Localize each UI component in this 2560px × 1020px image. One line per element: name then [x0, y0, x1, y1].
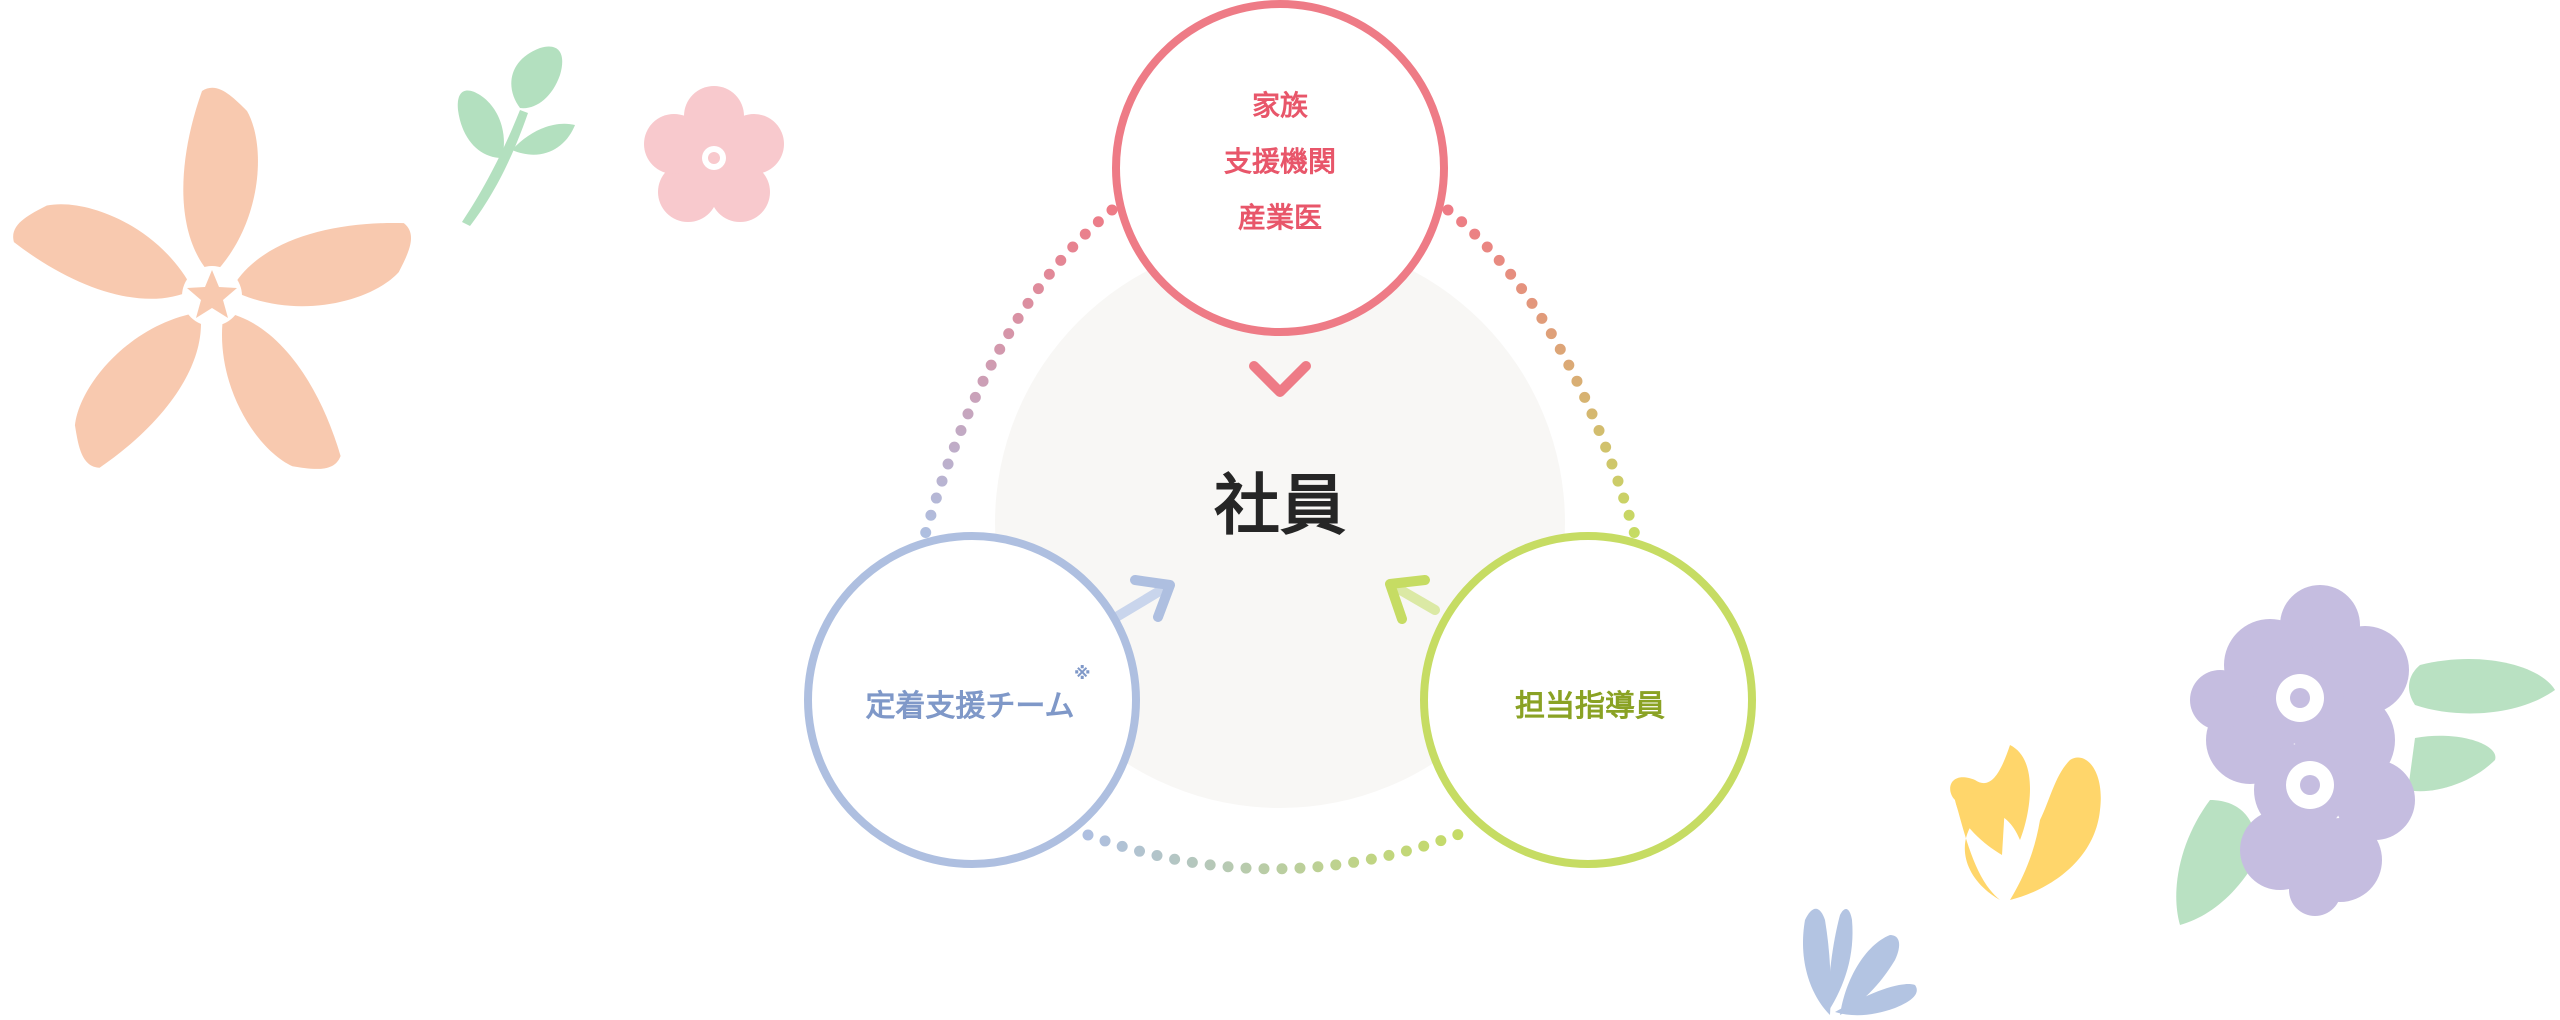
purple-hydrangea-icon [2190, 585, 2415, 916]
support-team-label: 定着支援チーム [830, 682, 1110, 732]
family-support-label: 家族 支援機関 産業医 [1140, 78, 1420, 246]
arrow-left-to-center [1113, 575, 1175, 622]
node-circle-instructor [1420, 532, 1756, 868]
support-team-text: 定着支援チーム [865, 689, 1075, 724]
instructor-label: 担当指導員 [1515, 689, 1665, 724]
employee-label: 社員 [1214, 467, 1346, 544]
node-circle-support-team [804, 532, 1140, 868]
center-disc [995, 238, 1565, 808]
connector-top-left [919, 204, 1118, 541]
connector-top-right [1442, 204, 1641, 541]
connector-bottom [1082, 824, 1476, 875]
yellow-flower-icon [1950, 745, 2101, 900]
peach-flower-icon [13, 87, 412, 469]
family-label-line-1: 家族 [1251, 89, 1308, 122]
green-leaf-icon [2176, 659, 2555, 925]
support-team-note-mark: ※ [1074, 664, 1091, 684]
node-circle-family [1112, 0, 1448, 336]
blue-bud-icon [1802, 908, 1917, 1016]
arrow-right-to-center [1385, 575, 1440, 624]
arrow-top-to-center [1249, 331, 1311, 397]
family-label-line-3: 産業医 [1237, 201, 1322, 234]
green-sprout-icon [457, 46, 575, 226]
pink-flower-icon [644, 86, 784, 222]
family-label-line-2: 支援機関 [1223, 145, 1336, 178]
